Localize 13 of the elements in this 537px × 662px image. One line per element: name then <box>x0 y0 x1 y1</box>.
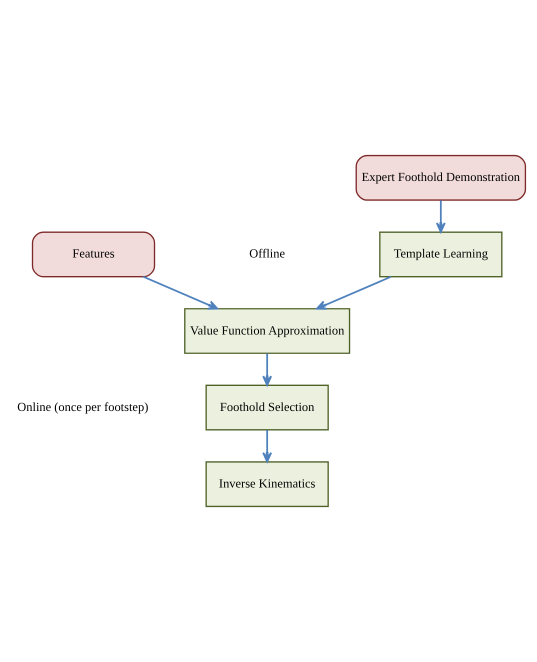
node-box: Value Function Approximation <box>184 308 350 354</box>
arrow <box>262 354 272 386</box>
arrow <box>316 276 392 310</box>
arrow <box>436 200 446 233</box>
label: Offline <box>249 246 286 261</box>
node-box: Features <box>32 231 156 278</box>
node-box: Inverse Kinematics <box>206 461 329 508</box>
node-box: Expert Foothold Demonstration <box>356 154 526 201</box>
arrow <box>262 430 272 463</box>
arrow <box>142 276 218 310</box>
label: Online (once per footstep) <box>17 400 148 414</box>
node-box: Foothold Selection <box>206 384 329 431</box>
node-box: Template Learning <box>379 231 502 278</box>
